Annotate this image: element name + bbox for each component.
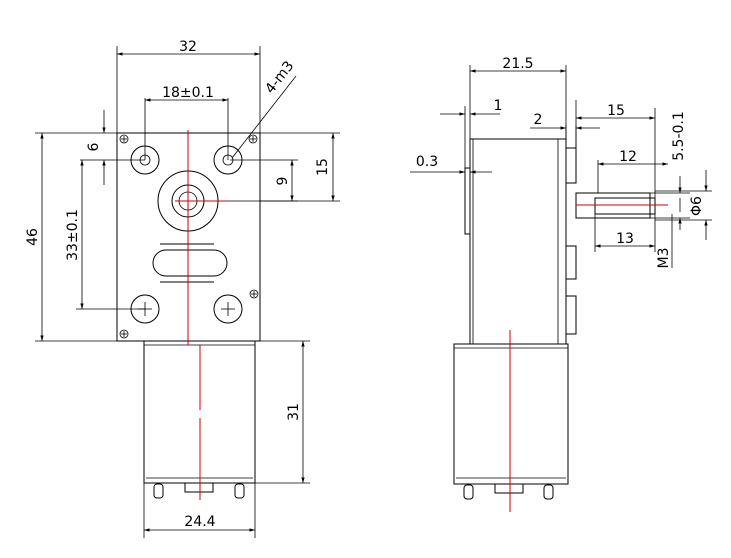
dim-shaft-flat-dim: 5.5-0.1 — [671, 111, 687, 161]
dim-motor-width: 24.4 — [184, 514, 215, 530]
dim-front-width: 32 — [179, 39, 197, 55]
side-rib — [565, 147, 577, 184]
side-terminal-center — [494, 483, 524, 494]
dim-front-top-offset: 6 — [86, 142, 102, 151]
corner-screw — [119, 329, 129, 339]
dim-side-width: 21.5 — [502, 56, 533, 72]
front-terminal-right — [234, 483, 245, 499]
corner-screw — [119, 134, 129, 144]
dim-shaft-flat: 12 — [619, 149, 637, 165]
dim-front-hole-spacing: 18±0.1 — [162, 85, 214, 101]
front-terminal-center — [184, 482, 214, 493]
dim-shaft-total: 15 — [607, 103, 625, 119]
side-rib — [565, 245, 577, 280]
label-m3: M3 — [656, 248, 672, 269]
front-view: 32 18±0.1 4-m3 6 9 15 46 33±0.1 — [25, 39, 340, 538]
dim-motor-length: 31 — [286, 403, 302, 421]
front-terminal-left — [153, 483, 164, 499]
dim-front-shaft-offset: 9 — [275, 177, 291, 186]
dim-front-hole-vertical: 33±0.1 — [65, 209, 81, 261]
corner-screw — [248, 134, 258, 144]
dim-side-flange: 2 — [534, 112, 543, 128]
shaft-thread — [594, 197, 656, 215]
dim-shaft-dia: Φ6 — [689, 196, 705, 216]
side-motor-body — [453, 343, 569, 485]
side-view: 21.5 1 0.3 2 15 12 13 — [410, 56, 712, 512]
label-4-m3: 4-m3 — [262, 58, 297, 97]
side-rib — [565, 295, 577, 335]
oval-slot — [152, 243, 228, 283]
side-gearbox-body — [469, 138, 567, 345]
corner-screw — [249, 289, 259, 299]
dim-side-thickness: 0.3 — [416, 154, 438, 170]
dim-side-step: 1 — [494, 98, 503, 114]
side-front-plate — [464, 167, 471, 235]
side-terminal-left — [463, 484, 474, 500]
mounting-hole — [213, 294, 243, 324]
dim-front-right-height: 15 — [315, 158, 331, 176]
dim-shaft-thread-len: 13 — [616, 231, 634, 247]
dim-front-height: 46 — [25, 228, 41, 246]
side-terminal-right — [543, 484, 554, 500]
